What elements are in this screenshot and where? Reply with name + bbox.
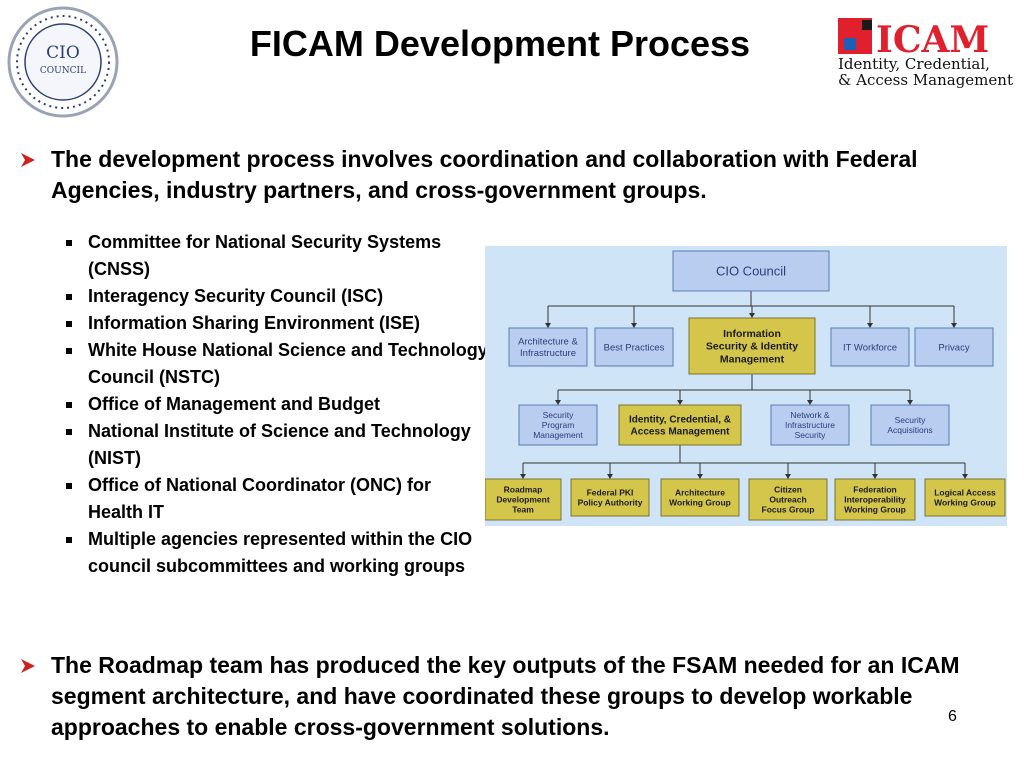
node-it-workforce — [830, 327, 910, 367]
node-identity-credential-access-management — [618, 404, 742, 446]
node-federal-pki-policy-authority — [570, 478, 650, 517]
connector-arrowhead — [872, 474, 878, 479]
node-logical-access-working-group — [924, 478, 1006, 517]
connector-arrowhead — [962, 474, 968, 479]
node-cio-council — [672, 250, 830, 292]
arrow-bullet-icon — [21, 153, 35, 167]
node-roadmap-development-team-label: Roadmap — [504, 484, 543, 494]
bullet-development-process: The development process involves coordin… — [20, 144, 1010, 206]
node-federation-interoperability-working-group — [834, 478, 916, 521]
bullet-text: The development process involves coordin… — [51, 146, 918, 203]
node-architecture-working-group-label: Working Group — [669, 498, 731, 508]
node-federal-pki-policy-authority-label: Policy Authority — [578, 498, 643, 508]
node-network-infrastructure-security-label: Infrastructure — [785, 420, 835, 430]
node-security-acquisitions-label: Acquisitions — [887, 425, 932, 435]
node-privacy — [914, 327, 994, 367]
connector-arrowhead — [607, 474, 613, 479]
list-item: Multiple agencies represented within the… — [62, 526, 490, 580]
node-information-security-identity-management — [688, 317, 816, 375]
node-information-security-identity-management-label: Management — [720, 353, 785, 365]
node-architecture-infrastructure-label: Infrastructure — [520, 348, 576, 359]
connector-arrowhead — [907, 400, 913, 405]
node-security-acquisitions — [870, 404, 950, 446]
node-roadmap-development-team-label: Development — [496, 494, 550, 504]
node-network-infrastructure-security — [770, 404, 850, 446]
node-architecture-infrastructure — [508, 327, 588, 367]
connector-arrowhead — [867, 323, 873, 328]
connector-arrowhead — [631, 323, 637, 328]
node-security-program-management-label: Management — [533, 430, 583, 440]
list-item: Office of National Coordinator (ONC) for… — [62, 472, 490, 526]
node-federation-interoperability-working-group-label: Federation — [853, 484, 896, 494]
node-best-practices-label: Best Practices — [604, 342, 665, 353]
connector-arrowhead — [677, 400, 683, 405]
node-architecture-infrastructure-label: Architecture & — [518, 337, 578, 348]
node-security-program-management — [518, 404, 598, 446]
node-it-workforce-label: IT Workforce — [843, 342, 897, 353]
connector-arrowhead — [697, 474, 703, 479]
node-information-security-identity-management-label: Security & Identity — [706, 341, 798, 353]
partner-list: Committee for National Security Systems … — [62, 229, 490, 580]
list-item: Interagency Security Council (ISC) — [62, 283, 490, 310]
node-citizen-outreach-focus-group — [748, 478, 828, 521]
node-identity-credential-access-management-label: Access Management — [631, 427, 731, 438]
node-citizen-outreach-focus-group-label: Focus Group — [762, 505, 815, 515]
seal-text-line1: CIO — [46, 43, 80, 63]
node-federation-interoperability-working-group-label: Interoperability — [844, 494, 906, 504]
list-item: Information Sharing Environment (ISE) — [62, 310, 490, 337]
node-privacy-label: Privacy — [938, 342, 969, 353]
bullet-roadmap-team: The Roadmap team has produced the key ou… — [20, 650, 1010, 743]
logo-subtitle-line1: Identity, Credential, — [838, 55, 990, 73]
bullet-text: The Roadmap team has produced the key ou… — [51, 652, 960, 740]
list-item: National Institute of Science and Techno… — [62, 418, 490, 472]
cio-council-seal: CIO COUNCIL — [7, 6, 119, 118]
list-item: Committee for National Security Systems … — [62, 229, 490, 283]
node-citizen-outreach-focus-group-label: Outreach — [769, 494, 806, 504]
node-architecture-working-group-label: Architecture — [675, 487, 725, 497]
list-item: Office of Management and Budget — [62, 391, 490, 418]
node-best-practices — [594, 327, 674, 367]
connector-arrowhead — [545, 323, 551, 328]
icam-logo: ICAM — [838, 18, 989, 61]
node-security-acquisitions-label: Security — [895, 415, 926, 425]
node-citizen-outreach-focus-group-label: Citizen — [774, 484, 802, 494]
connector-arrowhead — [807, 400, 813, 405]
connector-arrowhead — [520, 474, 526, 479]
logo-wordmark: ICAM — [876, 19, 989, 61]
connector-arrowhead — [555, 400, 561, 405]
connector-arrowhead — [749, 313, 755, 318]
node-network-infrastructure-security-label: Security — [795, 430, 826, 440]
connector-arrowhead — [785, 474, 791, 479]
node-federation-interoperability-working-group-label: Working Group — [844, 505, 906, 515]
node-cio-council-label: CIO Council — [716, 264, 786, 279]
node-security-program-management-label: Program — [542, 420, 575, 430]
page-title: FICAM Development Process — [249, 23, 751, 64]
node-logical-access-working-group-label: Logical Access — [934, 487, 996, 497]
node-identity-credential-access-management-label: Identity, Credential, & — [629, 415, 731, 426]
node-federal-pki-policy-authority-label: Federal PKI — [587, 487, 634, 497]
node-network-infrastructure-security-label: Network & — [790, 410, 830, 420]
page-number: 6 — [948, 708, 957, 725]
node-information-security-identity-management-label: Information — [723, 328, 781, 340]
node-roadmap-development-team-label: Team — [512, 505, 534, 515]
node-roadmap-development-team — [485, 478, 562, 521]
node-security-program-management-label: Security — [543, 410, 574, 420]
arrow-bullet-icon — [21, 659, 35, 673]
seal-text-line2: COUNCIL — [40, 66, 86, 76]
node-architecture-working-group — [660, 478, 740, 517]
list-item: White House National Science and Technol… — [62, 337, 490, 391]
logo-subtitle-line2: & Access Management — [838, 71, 1013, 89]
connector-arrowhead — [951, 323, 957, 328]
node-logical-access-working-group-label: Working Group — [934, 498, 996, 508]
logo-subtitle: Identity, Credential, & Access Managemen… — [838, 56, 1022, 88]
